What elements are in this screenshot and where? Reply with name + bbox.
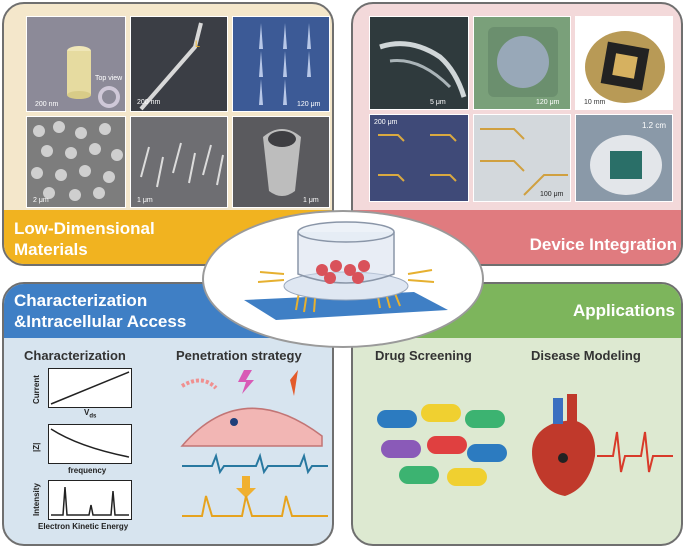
micropillar-array-image: 120 μm	[232, 16, 330, 112]
scale-bar-label: 200 μm	[374, 119, 398, 126]
impedance-plot	[48, 424, 132, 464]
cell-nucleus	[230, 418, 238, 426]
handheld-device-drawing	[590, 135, 662, 195]
drug-capsules-illustration	[377, 404, 507, 486]
current-curve	[50, 371, 130, 405]
characterization-subtitle: Characterization	[24, 348, 126, 363]
chip-well-drawing	[488, 27, 558, 97]
voltage-axis-label-subscript: ds	[89, 413, 97, 420]
scale-bar-label: 10 mm	[584, 99, 606, 106]
nanowire-sem-image: L 200 nm	[130, 16, 228, 112]
flexible-probe-image: 5 μm	[369, 16, 469, 110]
cells-cluster	[316, 260, 370, 284]
title-wrapper: Characterization &Intracellular Access	[14, 290, 186, 332]
nanotube-sem-image: Top view 200 nm	[26, 16, 126, 112]
current-plot	[48, 368, 132, 408]
packaged-chip-drawing	[585, 31, 665, 103]
nanostructure-surface-image: 2 μm	[26, 116, 126, 208]
disease-modeling-subtitle: Disease Modeling	[531, 348, 641, 363]
central-device-ellipse	[202, 210, 484, 348]
applications-title: Applications	[572, 301, 675, 320]
intracellular-access-title: &Intracellular Access	[14, 312, 187, 331]
capsule-icon	[427, 436, 467, 454]
intracellular-signal-trace	[182, 495, 328, 517]
gold-traces-drawing	[480, 128, 568, 196]
low-dimensional-materials-panel: Top view 200 nm L 200 nm 120 μm 2	[2, 2, 334, 266]
nanoneedle-array-image: 1 μm	[130, 116, 228, 208]
chip-well-image: 120 μm	[473, 16, 571, 110]
handheld-device-image: 1.2 cm	[575, 114, 673, 202]
gold-traces-image: 100 μm	[473, 114, 571, 202]
hollow-tube-drawing	[263, 129, 301, 196]
scale-bar-label: 1.2 cm	[642, 121, 667, 130]
device-integration-panel: 5 μm 120 μm 10 mm 200 μm 100 μ	[351, 2, 683, 266]
inset-label: Top view	[95, 75, 123, 82]
voltage-axis-label: Vds	[84, 408, 96, 420]
characterization-title: Characterization	[14, 291, 148, 310]
micropillar-drawing	[259, 23, 311, 105]
culture-dish-rim	[297, 221, 395, 243]
electron-energy-axis-label: Electron Kinetic Energy	[38, 522, 129, 531]
flexible-probe-drawing	[379, 41, 467, 98]
heart-illustration	[532, 394, 673, 496]
electroporation-icon	[238, 370, 254, 394]
spectroscopy-plot	[48, 480, 132, 520]
nanoneedle-drawing	[140, 142, 224, 188]
extracellular-signal-trace	[182, 452, 328, 475]
nanostructure-surface-drawing	[31, 121, 123, 201]
laser-icon	[290, 370, 298, 396]
electrode-array-image: 200 μm	[369, 114, 469, 202]
heart-lesion-marker	[558, 453, 568, 463]
drug-screening-subtitle: Drug Screening	[375, 348, 472, 363]
penetration-strategy-illustration	[180, 370, 328, 517]
central-device-illustration	[244, 221, 448, 320]
title-wrapper: Low-Dimensional Materials	[14, 218, 155, 260]
characterization-panel: Characterization &Intracellular Access C…	[2, 282, 334, 546]
scale-bar-label: 1 μm	[137, 197, 153, 204]
scale-bar-label: 200 nm	[35, 101, 59, 108]
capsule-icon	[377, 410, 417, 428]
materials-title: Materials	[14, 240, 88, 259]
nanowire-drawing	[139, 22, 203, 111]
penetration-strategy-subtitle: Penetration strategy	[176, 348, 302, 363]
ecg-trace	[597, 431, 673, 473]
nanotube-drawing	[67, 46, 120, 108]
spectroscopy-curve	[51, 486, 129, 516]
capsule-icon	[467, 444, 507, 462]
l-label: L	[195, 39, 201, 49]
electrode-array-drawing	[378, 134, 457, 182]
scale-bar-label: 5 μm	[430, 99, 446, 106]
cell-shape	[180, 407, 323, 447]
capsule-icon	[465, 410, 505, 428]
capsule-icon	[447, 468, 487, 486]
hollow-tube-image: 1 μm	[232, 116, 330, 208]
device-integration-title: Device Integration	[529, 235, 677, 254]
low-dimensional-title: Low-Dimensional	[14, 219, 155, 238]
capsule-icon	[421, 404, 461, 422]
capsule-icon	[399, 466, 439, 484]
down-arrow-icon	[236, 476, 256, 498]
packaged-chip-image: 10 mm	[575, 16, 673, 110]
scale-bar-label: 2 μm	[33, 197, 49, 204]
voltage-axis-label-main: V	[84, 408, 90, 417]
scale-bar-label: 1 μm	[303, 197, 319, 204]
impedance-curve	[50, 428, 130, 458]
capsule-icon	[381, 440, 421, 458]
scale-bar-label: 120 μm	[297, 101, 321, 108]
scale-bar-label: 100 μm	[540, 191, 564, 198]
scale-bar-label: 200 nm	[137, 99, 161, 106]
frequency-axis-label: frequency	[68, 466, 107, 475]
scale-bar-label: 120 μm	[536, 99, 560, 106]
